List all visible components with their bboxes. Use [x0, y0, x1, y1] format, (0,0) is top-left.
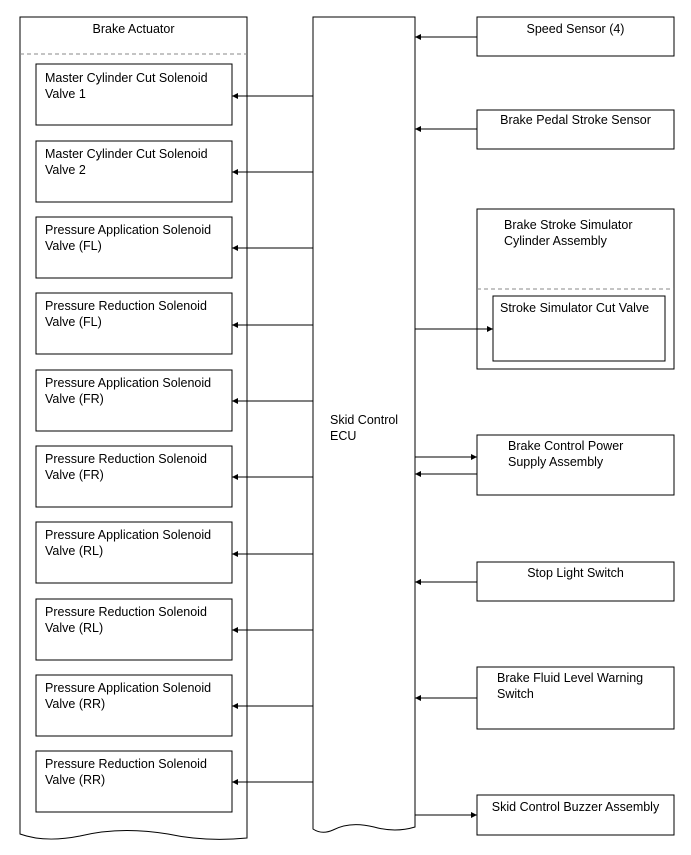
- pedal-stroke-sensor-label: Brake Pedal Stroke Sensor: [500, 113, 651, 127]
- stop-light-switch-label: Stop Light Switch: [527, 566, 624, 580]
- buzzer-label: Skid Control Buzzer Assembly: [491, 800, 660, 814]
- power-supply-box: [476, 434, 675, 496]
- simulator-assembly-label: Brake Stroke Simulator Cylinder Assembly: [504, 218, 633, 248]
- valve-label-3: Pressure Application Solenoid Valve (FL): [45, 223, 212, 253]
- valve-label-9: Pressure Application Solenoid Valve (RR): [45, 681, 212, 711]
- brake-actuator-container: [19, 16, 248, 840]
- simulator-cut-valve-label: Stroke Simulator Cut Valve: [500, 301, 650, 315]
- brake-actuator-title: Brake Actuator: [92, 22, 175, 36]
- valve-label-2: Master Cylinder Cut Solenoid Valve 2: [45, 147, 208, 177]
- ecu-label: Skid Control ECU: [330, 413, 399, 443]
- valve-label-5: Pressure Application Solenoid Valve (FR): [45, 376, 212, 406]
- valve-label-4: Pressure Reduction Solenoid Valve (FL): [45, 299, 207, 329]
- valve-label-7: Pressure Application Solenoid Valve (RL): [45, 528, 212, 558]
- fluid-level-switch-label: Brake Fluid Level Warning Switch: [497, 671, 644, 701]
- speed-sensor-label: Speed Sensor (4): [526, 22, 625, 36]
- valve-label-6: Pressure Reduction Solenoid Valve (FR): [45, 452, 207, 482]
- valve-label-8: Pressure Reduction Solenoid Valve (RL): [45, 605, 207, 635]
- power-supply-label: Brake Control Power Supply Assembly: [508, 439, 624, 469]
- ecu-container: [312, 16, 416, 833]
- valve-label-1: Master Cylinder Cut Solenoid Valve 1: [45, 71, 208, 101]
- valve-label-10: Pressure Reduction Solenoid Valve (RR): [45, 757, 207, 787]
